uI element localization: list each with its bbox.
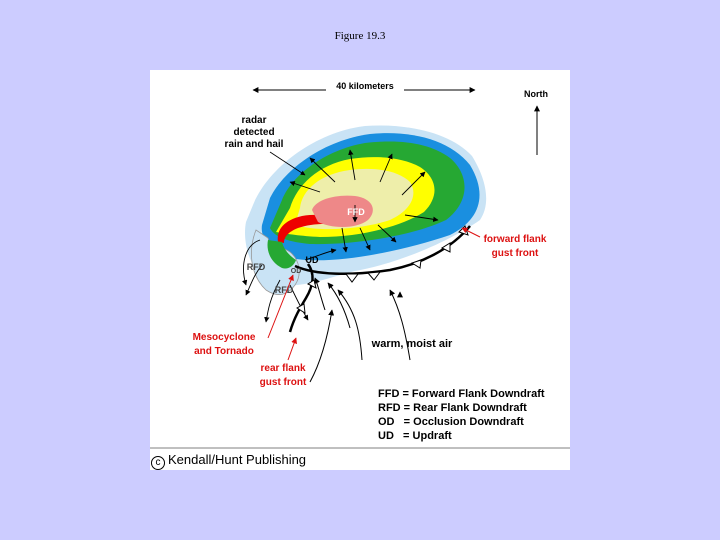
radar-pointer — [269, 151, 306, 176]
mesocyclone-pointer — [267, 274, 294, 339]
rfd-left-label: RFD — [247, 262, 266, 272]
rear-flank-label-2: gust front — [260, 377, 307, 388]
slide-title: Figure 19.3 — [334, 30, 386, 42]
ud-label: UD — [306, 255, 319, 265]
precipitation-field — [245, 125, 487, 295]
north-label: North — [524, 89, 548, 99]
mesocyclone-label-1: Mesocyclone — [193, 332, 256, 343]
hook-green — [267, 240, 296, 269]
figure-frame: 40 kilometers North — [150, 70, 570, 470]
radar-label-3: rain and hail — [225, 139, 284, 150]
radar-label-1: radar — [241, 115, 266, 126]
supercell-diagram: 40 kilometers North — [150, 79, 570, 449]
rfd-bottom-label: RFD — [275, 285, 294, 295]
credit-text: Kendall/Hunt Publishing — [168, 452, 307, 467]
radar-label-2: detected — [233, 127, 274, 138]
flow-arrows — [242, 149, 439, 323]
forward-flank-label-2: gust front — [492, 248, 539, 259]
legend-od: OD = Occlusion Downdraft — [378, 416, 524, 428]
scale-label: 40 kilometers — [336, 81, 394, 91]
legend-ud: UD = Updraft — [378, 430, 452, 442]
rear-flank-label-1: rear flank — [260, 363, 305, 374]
rear-flank-gust-front — [288, 263, 314, 333]
legend: FFD = Forward Flank Downdraft RFD = Rear… — [378, 388, 545, 442]
legend-rfd: RFD = Rear Flank Downdraft — [378, 402, 527, 414]
od-label: OD — [291, 268, 302, 275]
copyright-icon: c — [151, 456, 165, 470]
mesocyclone-label-2: and Tornado — [194, 346, 254, 357]
warm-air-label: warm, moist air — [371, 338, 453, 350]
warm-air-arrows — [309, 277, 411, 383]
ffd-label: FFD — [347, 207, 365, 217]
legend-ffd: FFD = Forward Flank Downdraft — [378, 388, 545, 400]
forward-flank-label-1: forward flank — [484, 234, 547, 245]
rear-flank-pointer — [287, 337, 297, 361]
forward-flank-pointer — [461, 227, 481, 238]
